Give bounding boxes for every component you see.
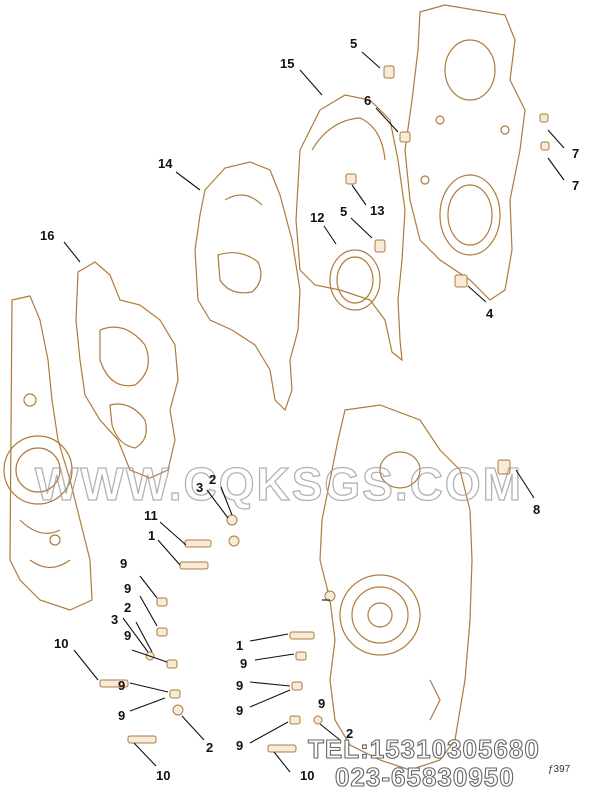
callout: 5 [350, 36, 357, 51]
callout: 13 [370, 203, 384, 218]
callout: 9 [124, 628, 131, 643]
callout: 5 [340, 204, 347, 219]
gasket-16 [75, 261, 179, 479]
callout: 3 [111, 612, 118, 627]
callout-numbers: 16 14 15 5 6 7 7 12 5 13 4 8 11 1 2 3 9 … [40, 36, 579, 783]
callout: 10 [156, 768, 170, 783]
callout: 9 [118, 708, 125, 723]
callout: 9 [236, 738, 243, 753]
gear-housing-left [3, 295, 93, 611]
callout: 6 [364, 93, 371, 108]
callout: 1 [236, 638, 243, 653]
callout: 9 [318, 696, 325, 711]
callout: 9 [120, 556, 127, 571]
contact-phone: 023-65830950 [335, 762, 515, 792]
gasket-15 [295, 94, 406, 362]
contact-tel: TEL:15310305680 [308, 734, 540, 764]
callout: 2 [206, 740, 213, 755]
callout: 2 [124, 600, 131, 615]
callout: 9 [118, 678, 125, 693]
callout: 1 [148, 528, 155, 543]
callout: 14 [158, 156, 173, 171]
callout: 9 [236, 703, 243, 718]
callout: 10 [54, 636, 68, 651]
watermark-text: WWW.CQKSGS.COM [35, 458, 523, 510]
callout: 9 [124, 581, 131, 596]
callout: 11 [144, 508, 158, 523]
callout: 7 [572, 146, 579, 161]
front-cover-upper [404, 4, 526, 301]
callout: 16 [40, 228, 54, 243]
callout: 7 [572, 178, 579, 193]
callout: 15 [280, 56, 294, 71]
figure-number: ƒ397 [548, 764, 571, 775]
oil-seal-12 [329, 249, 381, 311]
callout-leaders [63, 51, 565, 773]
callout: 2 [346, 726, 353, 741]
callout: 4 [486, 306, 494, 321]
fasteners [99, 65, 550, 753]
gasket-14 [194, 161, 301, 412]
callout: 9 [240, 656, 247, 671]
callout: 12 [310, 210, 324, 225]
callout: 9 [236, 678, 243, 693]
callout: 8 [533, 502, 540, 517]
callout: 2 [209, 472, 216, 487]
callout: 3 [196, 480, 203, 495]
front-cover-lower [319, 404, 473, 771]
callout: 10 [300, 768, 314, 783]
